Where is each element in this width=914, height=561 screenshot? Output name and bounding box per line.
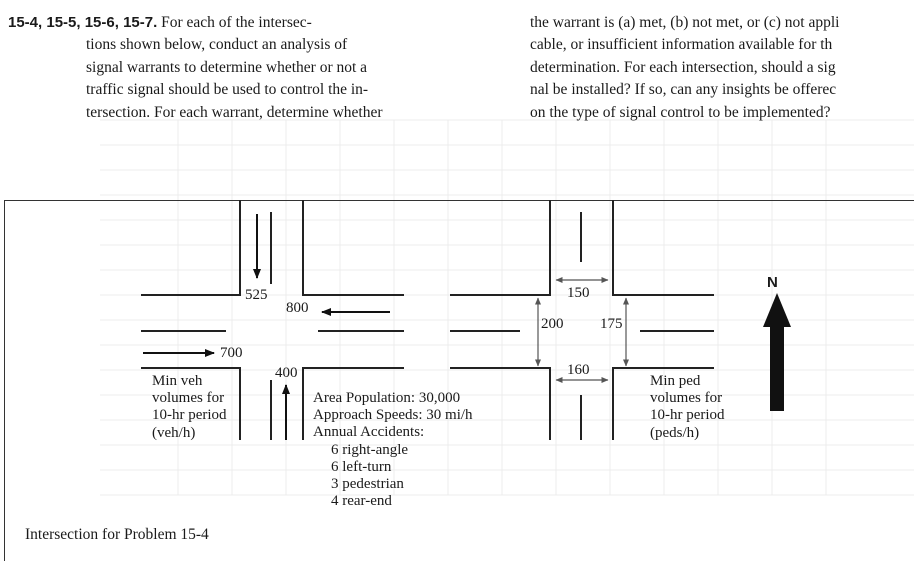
problem-line: cable, or insufficient information avail… (530, 36, 833, 54)
problem-line: tersection. For each warrant, determine … (86, 103, 383, 121)
volume-southbound: 525 (245, 287, 268, 303)
accident-line: 3 pedestrian (331, 476, 404, 493)
problem-line: nal be installed? If so, can any insight… (530, 81, 837, 99)
curb-nw (141, 200, 241, 296)
caption-line: volumes for (152, 390, 225, 407)
ped-volume-south: 160 (567, 362, 590, 378)
problem-text-left: 15-4, 15-5, 15-6, 15-7. For each of the … (8, 12, 383, 124)
info-line: Approach Speeds: 30 mi/h (313, 407, 473, 424)
north-label: N (767, 274, 778, 291)
figure-frame (4, 200, 914, 561)
caption-line: 10-hr period (650, 407, 725, 424)
problem-text-right: the warrant is (a) met, (b) not met, or … (530, 12, 839, 124)
problem-line: signal warrants to determine whether or … (86, 58, 368, 76)
curb-se-right (612, 367, 714, 440)
ped-volume-west: 200 (541, 316, 564, 332)
caption-line: Min veh (152, 373, 203, 389)
volume-westbound: 800 (286, 300, 309, 316)
caption-line: 10-hr period (152, 407, 227, 424)
accident-line: 6 right-angle (331, 441, 409, 458)
problem-numbers: 15-4, 15-5, 15-6, 15-7. (8, 14, 158, 31)
caption-line: (peds/h) (650, 424, 700, 441)
caption-line: (veh/h) (152, 424, 196, 441)
ped-volume-north: 150 (567, 285, 590, 301)
ped-crossing-arrows (535, 277, 629, 383)
curb-ne-right (612, 200, 714, 296)
curb-sw (141, 367, 241, 440)
accident-line: 4 rear-end (331, 493, 392, 510)
north-arrow-icon (763, 293, 791, 411)
info-line: Area Population: 30,000 (313, 390, 461, 406)
caption-line: Min ped (650, 373, 701, 389)
veh-volume-caption: Min veh volumes for 10-hr period (veh/h) (152, 373, 227, 442)
figure-caption: Intersection for Problem 15-4 (25, 526, 209, 543)
curb-sw-right (450, 367, 551, 440)
volume-eastbound: 700 (220, 345, 243, 361)
problem-line-first: 15-4, 15-5, 15-6, 15-7. For each of the … (8, 12, 383, 34)
left-intersection-curbs (141, 200, 404, 440)
right-intersection-curbs (450, 200, 714, 440)
problem-line: the warrant is (a) met, (b) not met, or … (530, 14, 840, 31)
problem-line: traffic signal should be used to control… (86, 81, 369, 99)
ped-volume-caption: Min ped volumes for 10-hr period (peds/h… (650, 373, 725, 442)
curb-se (302, 367, 404, 440)
volume-arrows (143, 214, 390, 440)
problem-line: determination. For each intersection, sh… (530, 58, 836, 76)
curb-nw-right (450, 200, 551, 296)
info-line: Annual Accidents: (313, 424, 425, 441)
problem-line: tions shown below, conduct an analysis o… (86, 36, 348, 54)
ped-volume-east: 175 (600, 316, 623, 332)
caption-line: volumes for (650, 390, 723, 407)
curb-ne (302, 200, 404, 296)
volume-northbound: 400 (275, 365, 298, 381)
problem-line-text: For each of the intersec- (161, 14, 312, 31)
problem-line: on the type of signal control to be impl… (530, 103, 831, 121)
intersection-info: Area Population: 30,000 Approach Speeds:… (313, 390, 473, 510)
accident-line: 6 left-turn (331, 458, 392, 475)
